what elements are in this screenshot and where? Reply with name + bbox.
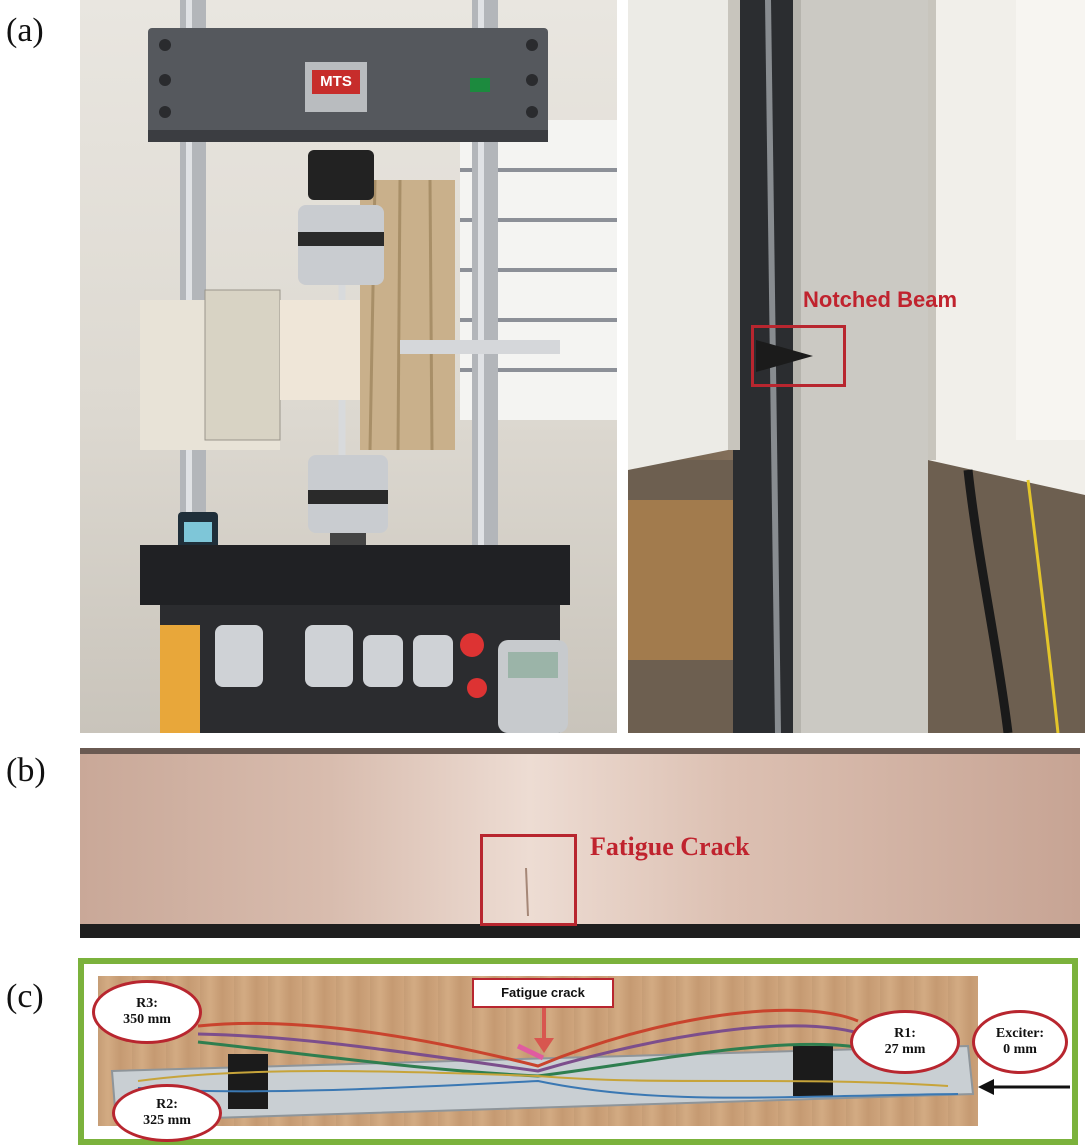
notch-highlight-box	[751, 325, 846, 387]
sensor-r1-name: R1:	[894, 1026, 916, 1041]
crack-pointer-arrow	[534, 1008, 554, 1053]
sensor-r2-distance: 325 mm	[143, 1113, 191, 1128]
sensor-r2-name: R2:	[156, 1097, 178, 1112]
photo-cracked-beam: Fatigue Crack	[80, 748, 1080, 938]
sensor-r1-label: R1: 27 mm	[850, 1010, 960, 1074]
sensor-r2-label: R2: 325 mm	[112, 1084, 222, 1142]
exciter-distance: 0 mm	[1003, 1042, 1037, 1057]
sensor-layout-frame: Fatigue crack R3: 350 mm R2: 325 mm R1: …	[78, 958, 1078, 1145]
crack-mark	[525, 867, 529, 917]
test-machine-illustration	[140, 0, 617, 733]
notched-beam-callout: Notched Beam	[803, 287, 958, 312]
exciter-name: Exciter:	[995, 1026, 1045, 1041]
fatigue-crack-callout: Fatigue Crack	[590, 832, 750, 861]
excitation-arrow	[978, 1079, 1070, 1095]
photo-test-machine: MTS	[80, 0, 617, 733]
sensor-beam-illustration	[110, 1008, 975, 1123]
panel-label-c: (c)	[6, 978, 44, 1015]
mts-logo: MTS	[320, 73, 352, 90]
sensor-r1-distance: 27 mm	[884, 1042, 926, 1057]
sensor-r3-name: R3:	[136, 996, 158, 1011]
sensor-r3-label: R3: 350 mm	[92, 980, 202, 1044]
panel-label-a: (a)	[6, 12, 44, 49]
exciter-label: Exciter: 0 mm	[972, 1010, 1068, 1074]
crack-highlight-box	[480, 834, 577, 926]
notched-beam-illustration	[628, 0, 1085, 733]
panel-label-b: (b)	[6, 752, 46, 789]
fatigue-crack-label: Fatigue crack	[472, 978, 614, 1008]
sensor-r3-distance: 350 mm	[123, 1012, 171, 1027]
photo-notched-beam: Notched Beam	[628, 0, 1085, 733]
